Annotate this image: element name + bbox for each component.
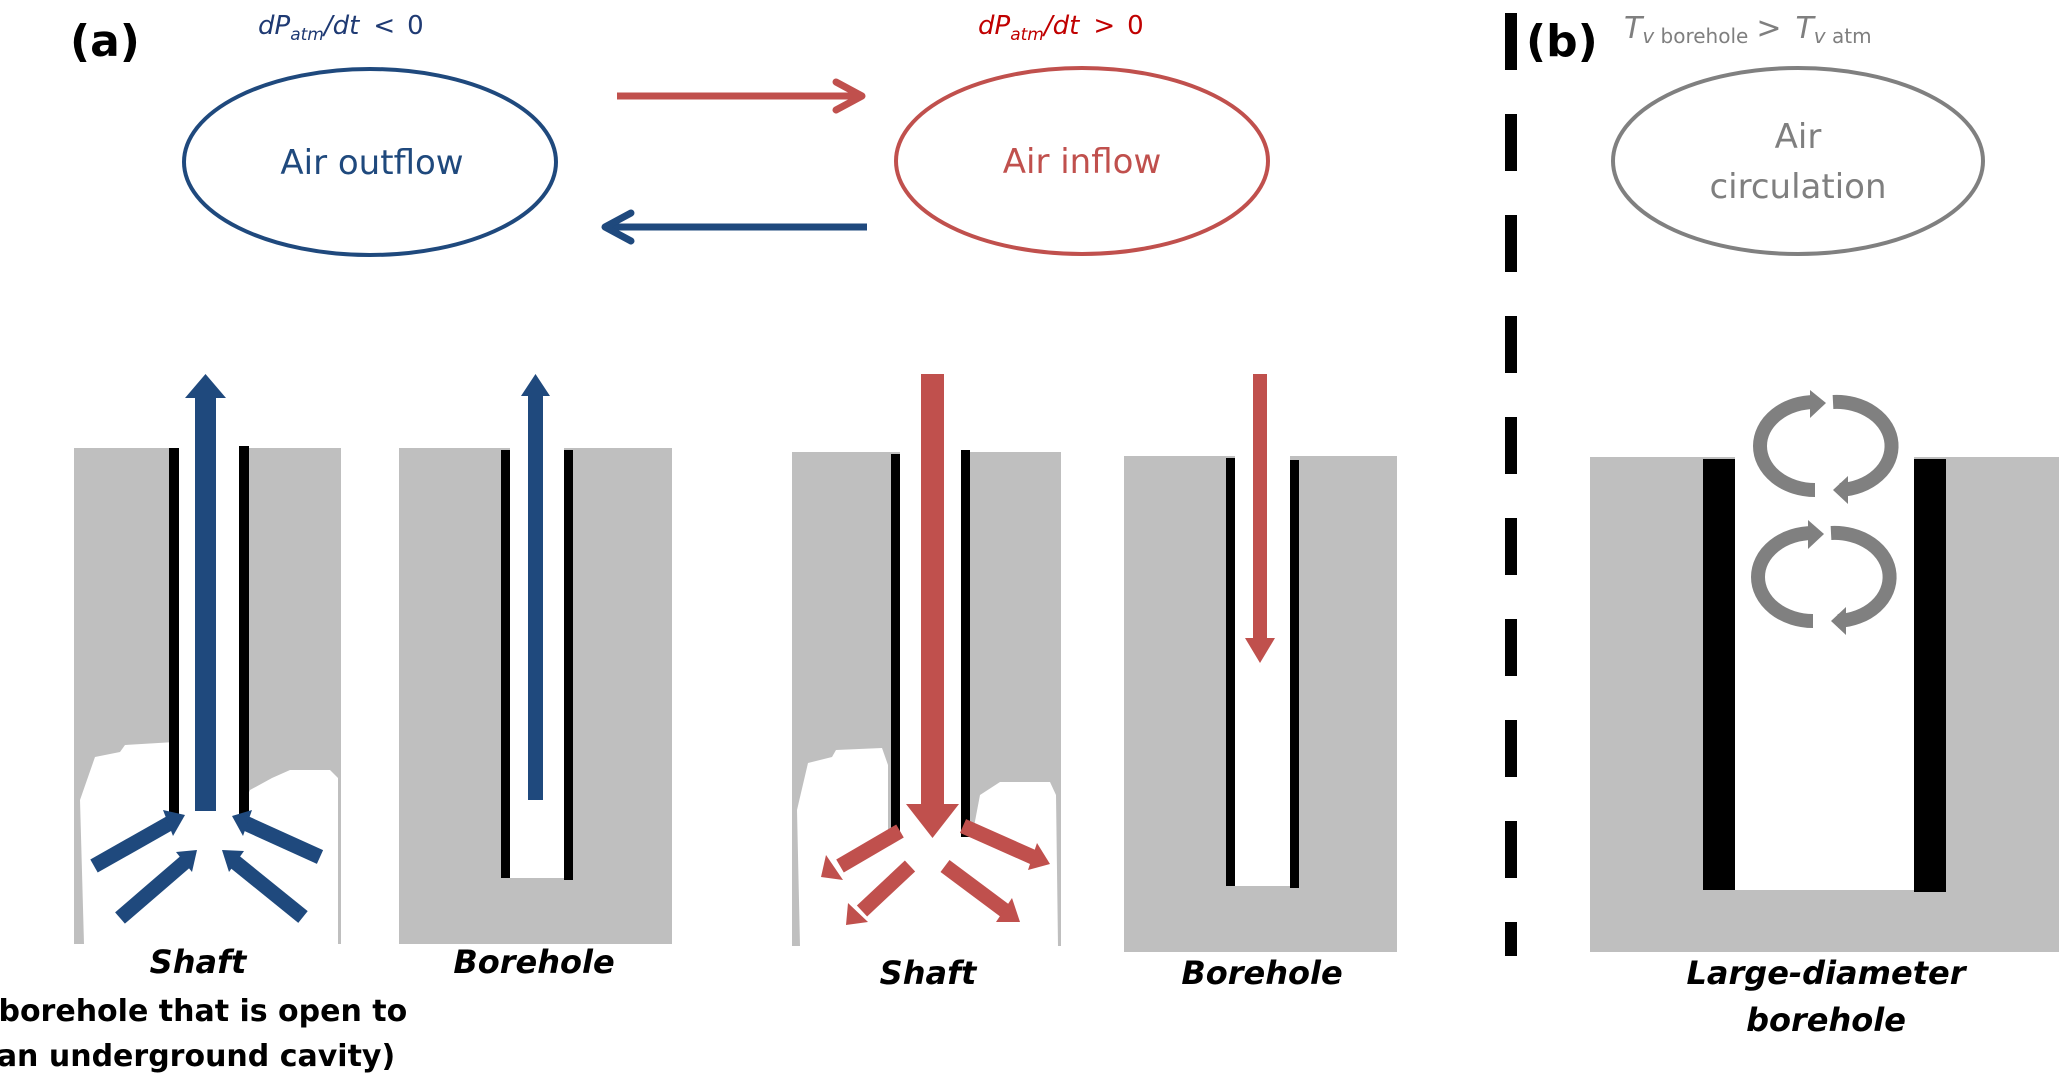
outflow-ellipse	[182, 67, 558, 257]
inflow-cond-value: 0	[1127, 11, 1144, 41]
circulation-loop-lower	[1751, 525, 1897, 628]
circulation-arrowhead	[1808, 520, 1824, 549]
panel-b-label: (b)	[1526, 16, 1598, 67]
inflow-cond-subscript: atm	[1010, 25, 1044, 45]
cond-right-var: T	[1795, 11, 1816, 46]
inward-arrow	[241, 816, 324, 864]
circulation-arc	[1753, 395, 1816, 497]
inflow-cond-operator: >	[1093, 11, 1115, 41]
circulation-arc	[1832, 394, 1899, 497]
downward-airflow-arrow	[906, 374, 959, 838]
inflow-ellipse	[894, 66, 1270, 256]
circulation-loop-upper	[1753, 394, 1899, 497]
circulation-arc	[1830, 525, 1897, 628]
upward-airflow-arrow	[185, 374, 226, 811]
cond-right-sub: atm	[1826, 24, 1872, 48]
outflow-cond-prefix: dP	[258, 11, 291, 41]
circulation-ellipse-line1: Air	[1775, 117, 1822, 157]
casing-right	[1914, 459, 1946, 892]
casing-left	[501, 450, 510, 878]
outflow-cond-operator: <	[373, 11, 395, 41]
outward-arrows	[821, 819, 1050, 925]
transition-arrow-to-outflow	[601, 209, 867, 245]
circulation-condition: Tv borehole > Tv atm	[1624, 11, 1872, 48]
borehole-bore	[1735, 457, 1914, 890]
outflow-condition: dPatm/dt <0	[258, 11, 424, 45]
shaft-note-line1: (borehole that is open to	[0, 994, 407, 1029]
outflow-cond-suffix: /dt	[322, 11, 360, 41]
circulation-arc	[1751, 526, 1814, 628]
outflow-borehole-label: Borehole	[453, 943, 614, 981]
inflow-cond-prefix: dP	[978, 11, 1011, 41]
inflow-borehole-label: Borehole	[1181, 954, 1342, 992]
cond-left-var: T	[1624, 11, 1645, 46]
upward-airflow-arrow	[521, 374, 550, 800]
large-diameter-borehole-diagram	[1590, 390, 2059, 952]
inflow-borehole-diagram	[1124, 374, 1397, 952]
large-borehole-label-line1: Large-diameter	[1687, 954, 1968, 992]
inflow-condition: dPatm/dt >0	[978, 11, 1144, 45]
casing-left	[1226, 458, 1235, 886]
outflow-borehole-diagram	[399, 374, 672, 944]
inward-arrow	[90, 816, 174, 873]
inward-arrow	[230, 856, 308, 923]
shaft-note-line2: an underground cavity)	[0, 1039, 395, 1074]
inflow-shaft-label: Shaft	[880, 954, 978, 992]
downward-airflow-arrow	[1245, 374, 1275, 663]
panel-a-label: (a)	[70, 16, 140, 67]
cond-operator: >	[1756, 11, 1781, 46]
circulation-arrowhead	[1810, 390, 1826, 418]
circulation-arrowhead	[1833, 476, 1848, 504]
outward-arrow	[836, 824, 904, 873]
outflow-cond-value: 0	[407, 11, 424, 41]
inward-arrows	[90, 810, 324, 924]
circulation-arrowhead	[1831, 607, 1846, 635]
casing-left	[1703, 459, 1735, 890]
outward-arrow	[959, 819, 1039, 865]
circulation-ellipse	[1611, 66, 1985, 256]
large-borehole-label-line2: borehole	[1746, 1001, 1906, 1039]
inward-arrow	[115, 856, 190, 924]
casing-right	[961, 450, 970, 837]
inflow-shaft-diagram	[792, 374, 1061, 946]
casing-left	[169, 448, 179, 817]
transition-arrow-to-inflow	[617, 78, 866, 114]
outflow-cond-subscript: atm	[290, 25, 324, 45]
casing-right	[564, 450, 573, 880]
circulation-ellipse-line2: circulation	[1709, 167, 1886, 207]
outflow-shaft-diagram	[74, 374, 341, 944]
inflow-ellipse-label: Air inflow	[1003, 142, 1162, 182]
casing-right	[1290, 460, 1299, 888]
inflow-cond-suffix: /dt	[1042, 11, 1080, 41]
outflow-shaft-label: Shaft	[150, 943, 248, 981]
casing-right	[239, 446, 249, 817]
cond-right-sub-italic: v	[1814, 24, 1827, 48]
outward-arrow	[856, 860, 916, 917]
outward-arrow	[940, 859, 1013, 920]
cond-left-sub-italic: v	[1642, 24, 1655, 48]
casing-left	[891, 454, 900, 837]
cond-left-sub: borehole	[1654, 24, 1748, 48]
outflow-ellipse-label: Air outflow	[280, 143, 463, 183]
